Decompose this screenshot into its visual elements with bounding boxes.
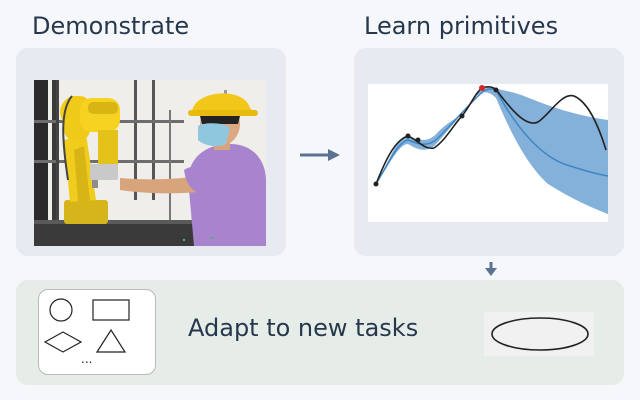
task-shapes-card: ... [38,289,156,375]
adapt-label: Adapt to new tasks [188,314,419,342]
ellipse-shape-icon [491,317,589,351]
circle-shape-icon [49,298,73,322]
down-arrow-icon [485,262,497,276]
target-shape-box [484,312,594,356]
more-shapes-ellipsis: ... [81,352,93,366]
confidence-band [376,87,608,214]
demonstration-photo [34,80,266,246]
diamond-shape-icon [43,331,83,353]
rectangle-shape-icon [92,299,130,321]
triangle-shape-icon [95,328,127,353]
mean-curve [375,88,608,185]
primitive-plot [368,84,608,222]
learn-primitives-panel [354,48,624,256]
adapt-panel: ... Adapt to new tasks [16,280,624,385]
demonstrate-heading: Demonstrate [32,12,190,40]
right-arrow-icon [300,149,340,161]
demonstrate-panel [16,48,286,256]
learn-primitives-heading: Learn primitives [364,12,559,40]
